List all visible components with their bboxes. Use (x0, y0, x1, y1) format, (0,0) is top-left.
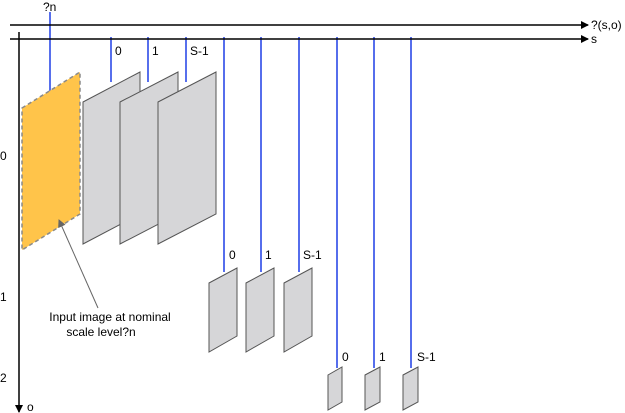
octave1-image-0 (208, 267, 238, 353)
scale-level-lines (49, 12, 412, 368)
octave1-scale-label-1: 1 (265, 248, 272, 262)
octave2-image-1 (364, 366, 381, 411)
annotation-arrow (58, 219, 99, 309)
octave1-scale-label-0: 0 (229, 248, 236, 262)
octave0-scale-label-1: 1 (152, 44, 159, 58)
octave1-images (208, 267, 313, 353)
input-level-label: ?n (43, 0, 56, 14)
octave1-scale-label-2: S-1 (303, 248, 322, 262)
octave0-image-2 (157, 71, 217, 245)
octave1-image-1 (245, 267, 275, 353)
o-axis-label: o (27, 400, 34, 413)
octave2-scale-label-1: 1 (379, 350, 386, 364)
octave0-scale-label-0: 0 (115, 44, 122, 58)
octave-label-0: 0 (0, 149, 7, 163)
octave2-scale-label-2: S-1 (417, 350, 436, 364)
octave1-image-2 (283, 267, 313, 353)
input-image (21, 70, 81, 252)
octave-label-2: 2 (0, 371, 7, 385)
s-axis-label: s (591, 32, 597, 46)
octave2-image-0 (327, 366, 343, 411)
annotation-line-1: Input image at nominal (49, 310, 170, 324)
octave2-images (327, 366, 419, 411)
octave-label-1: 1 (0, 290, 7, 304)
octave0-scale-label-2: S-1 (190, 44, 209, 58)
octave2-scale-label-0: 0 (342, 350, 349, 364)
top-axis-label: ?(s,o) (591, 18, 622, 32)
annotation-line-2: scale level?n (66, 325, 135, 339)
octave2-image-2 (402, 366, 419, 411)
octave0-images (82, 71, 217, 245)
